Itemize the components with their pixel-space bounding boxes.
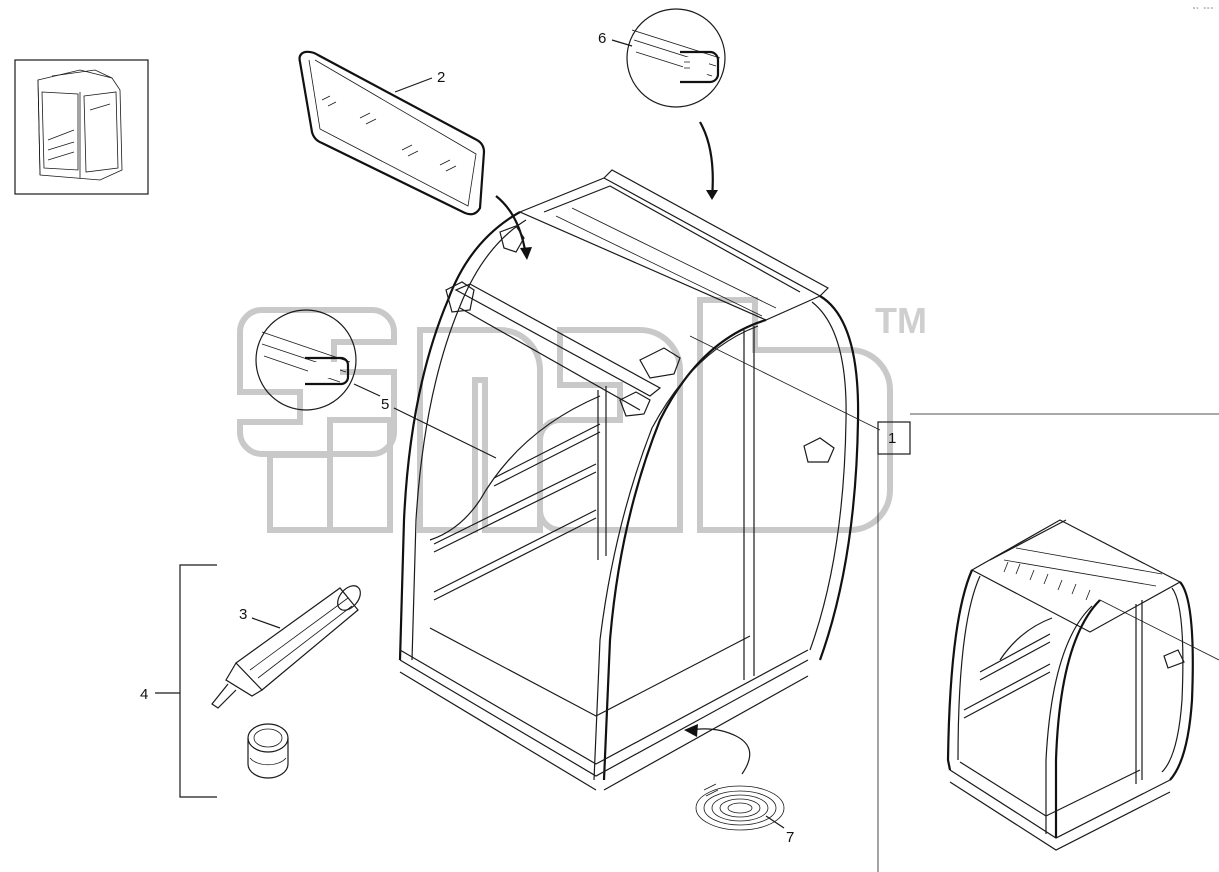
callout-2: 2 <box>437 69 445 86</box>
leader-7 <box>765 815 785 829</box>
arrow-7 <box>689 728 751 775</box>
leader-6 <box>611 39 633 47</box>
assembly-reference <box>877 413 1219 872</box>
callout-4: 4 <box>140 686 148 703</box>
seal-detail-top <box>626 8 726 108</box>
corner-marker: ᵃˢ ᵒᵒᵒ <box>1192 6 1214 13</box>
arrow-2-head <box>520 247 532 260</box>
callout-6: 6 <box>598 30 606 47</box>
seal-detail-left <box>255 309 357 411</box>
front-glass <box>298 50 486 216</box>
thumbnail-cab <box>14 59 149 195</box>
assembled-cab <box>946 519 1219 851</box>
callout-1: 1 <box>888 430 896 447</box>
callout-3: 3 <box>239 606 247 623</box>
callout-7: 7 <box>786 829 794 846</box>
coiled-seal <box>695 783 785 831</box>
main-cab-frame <box>398 169 881 791</box>
arrow-6-head <box>706 190 718 200</box>
leader-3 <box>251 617 281 629</box>
leader-5 <box>353 383 497 459</box>
watermark-logo: TM <box>237 297 927 533</box>
arrow-7-head <box>684 724 698 737</box>
watermark-trademark: TM <box>875 300 927 341</box>
leader-2 <box>394 77 433 93</box>
arrow-6 <box>699 121 714 199</box>
callout-5: 5 <box>381 396 389 413</box>
sealant-kit <box>155 564 361 798</box>
